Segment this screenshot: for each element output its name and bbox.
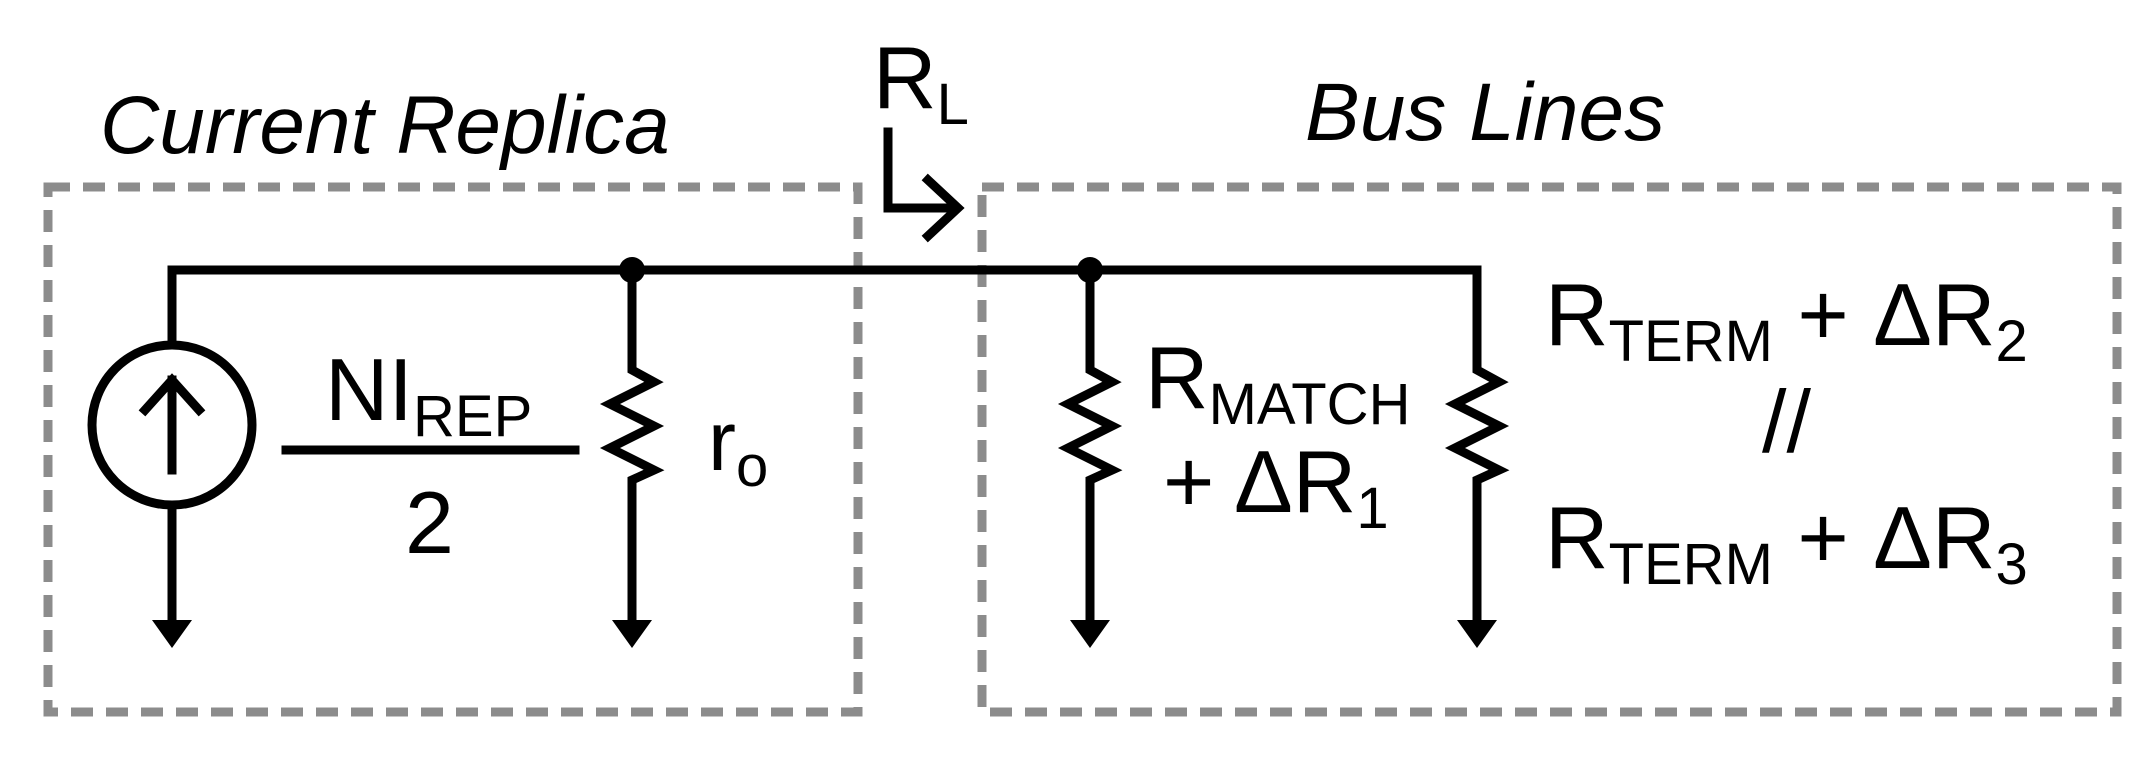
rmatch-delta-sub: 1 (1356, 476, 1388, 541)
ground-arrow-rmatch (1070, 620, 1110, 648)
source-numerator-main: NI (325, 340, 413, 439)
parallel-symbol: // (1762, 372, 1811, 471)
rmatch-symbol: R (1145, 328, 1209, 427)
rl-look-into-arrow (883, 127, 965, 243)
rmatch-label: RMATCH (1145, 328, 1410, 437)
bus-lines-frame (977, 182, 2122, 717)
ro-resistor (599, 265, 665, 625)
rmatch-delta-label: + ΔR1 (1163, 432, 1389, 541)
rterm-line2: RTERM + ΔR3 (1545, 488, 2028, 597)
current-source-symbol (87, 340, 257, 510)
rterm-line2-delta-sub: 3 (1996, 532, 2028, 597)
rl-symbol: R (873, 28, 937, 127)
rmatch-delta: + ΔR (1163, 432, 1356, 531)
rterm-line2-delta: + ΔR (1773, 488, 1996, 587)
rmatch-sub: MATCH (1209, 372, 1411, 437)
rterm-line1-sub: TERM (1609, 309, 1773, 374)
rterm-line1-delta-sub: 2 (1996, 309, 2028, 374)
rmatch-resistor (1057, 265, 1123, 625)
ground-arrow-ro (612, 620, 652, 648)
current-replica-frame (43, 182, 863, 717)
rterm-resistor (1444, 355, 1510, 625)
ro-sub: o (736, 434, 768, 499)
ro-symbol: r (708, 394, 736, 488)
current-replica-title: Current Replica (100, 80, 670, 171)
source-numerator: NIREP (325, 340, 532, 449)
rterm-line2-symbol: R (1545, 488, 1609, 587)
rterm-line1: RTERM + ΔR2 (1545, 265, 2028, 374)
rl-label: RL (873, 28, 969, 137)
top-bus-wire (167, 265, 1482, 365)
rl-sub: L (937, 72, 969, 137)
source-denominator: 2 (405, 473, 454, 572)
rterm-line1-symbol: R (1545, 265, 1609, 364)
source-numerator-sub: REP (413, 384, 532, 449)
bus-lines-title: Bus Lines (1305, 67, 1665, 158)
rterm-line1-delta: + ΔR (1773, 265, 1996, 364)
ground-arrow-rterm (1457, 620, 1497, 648)
rterm-line2-sub: TERM (1609, 532, 1773, 597)
ground-arrow-source (152, 620, 192, 648)
ro-label: ro (708, 394, 768, 499)
